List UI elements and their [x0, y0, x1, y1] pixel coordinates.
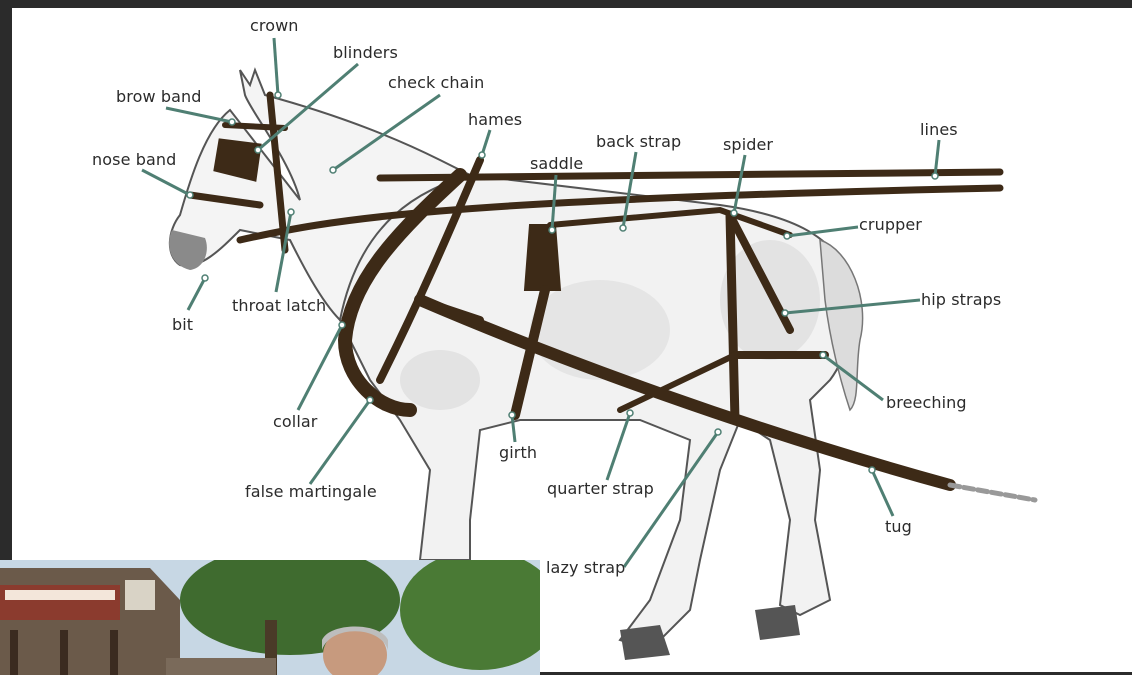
video-thumbnail-scene — [0, 560, 540, 675]
leader-nose-band — [142, 170, 190, 195]
label-back-strap: back strap — [596, 132, 681, 151]
label-girth: girth — [499, 443, 537, 462]
leader-tug — [872, 470, 893, 516]
label-lines: lines — [920, 120, 958, 139]
leader-hames — [482, 130, 490, 155]
label-hip-straps: hip straps — [921, 290, 1001, 309]
label-check-chain: check chain — [388, 73, 484, 92]
leader-spider — [734, 155, 745, 213]
label-quarter-strap: quarter strap — [547, 479, 654, 498]
label-blinders: blinders — [333, 43, 398, 62]
label-lazy-strap: lazy strap — [546, 558, 625, 577]
leader-crown — [274, 38, 278, 95]
label-throat-latch: throat latch — [232, 296, 326, 315]
label-collar: collar — [273, 412, 317, 431]
label-spider: spider — [723, 135, 773, 154]
label-saddle: saddle — [530, 154, 583, 173]
label-breeching: breeching — [886, 393, 967, 412]
label-false-martingale: false martingale — [245, 482, 377, 501]
leader-quarter-strap — [607, 413, 630, 480]
label-brow-band: brow band — [116, 87, 202, 106]
label-crupper: crupper — [859, 215, 922, 234]
leader-brow-band — [166, 108, 232, 122]
label-bit: bit — [172, 315, 193, 334]
label-nose-band: nose band — [92, 150, 176, 169]
leader-collar — [298, 325, 342, 410]
label-crown: crown — [250, 16, 299, 35]
label-hames: hames — [468, 110, 522, 129]
video-thumbnail[interactable] — [0, 560, 540, 675]
leader-bit — [188, 278, 205, 310]
label-tug: tug — [885, 517, 912, 536]
leader-false-martingale — [310, 400, 370, 484]
